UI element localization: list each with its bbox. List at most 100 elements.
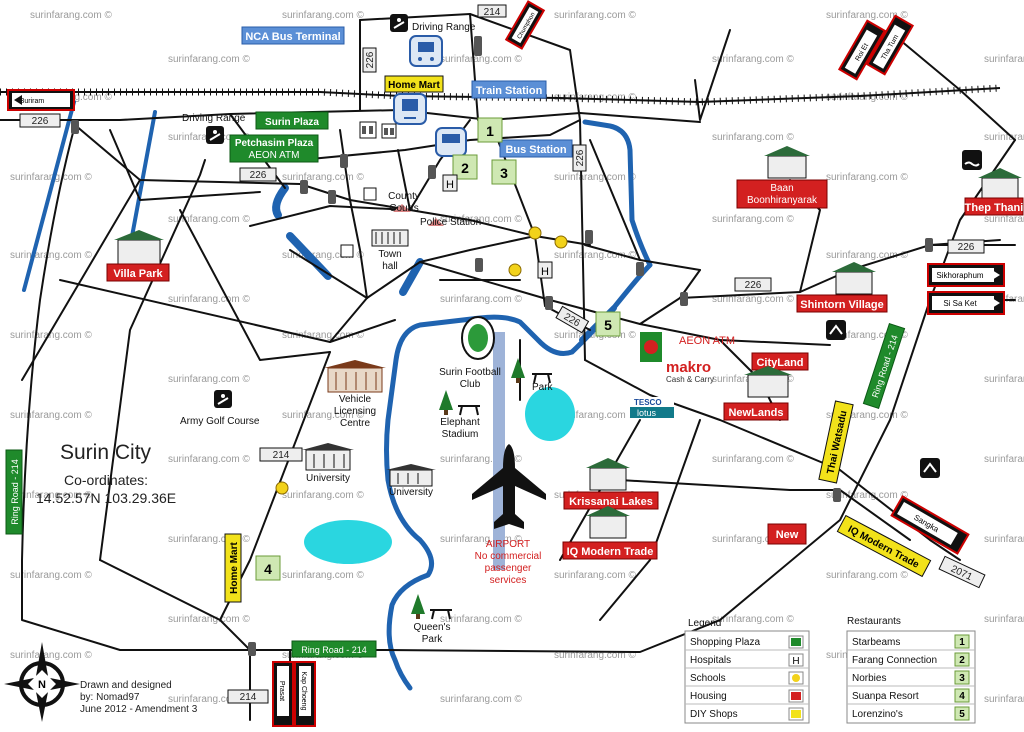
svg-text:surinfarang.com ©: surinfarang.com © xyxy=(168,54,250,65)
route-214-south: 214 xyxy=(227,689,269,704)
restaurant-number-badge xyxy=(954,634,970,649)
svg-text:New: New xyxy=(776,529,799,541)
svg-text:surinfarang.com ©: surinfarang.com © xyxy=(282,330,364,341)
restaurant-label: Norbies xyxy=(852,673,886,684)
credit-line: by: Nomad97 xyxy=(80,692,140,703)
svg-text:1: 1 xyxy=(486,123,494,139)
label-elephant-stadium: Elephant xyxy=(440,417,480,428)
shopping-icons xyxy=(359,121,397,139)
picnic-table-icon xyxy=(430,609,452,620)
university-icon xyxy=(386,464,436,487)
svg-text:surinfarang.com ©: surinfarang.com © xyxy=(984,534,1024,545)
svg-text:surinfarang.com ©: surinfarang.com © xyxy=(984,214,1024,225)
restaurant-label: Suanpa Resort xyxy=(852,691,919,702)
label-airport: AIRPORT No commercial passenger services xyxy=(475,539,542,586)
svg-text:NCA Bus Terminal: NCA Bus Terminal xyxy=(245,31,340,43)
svg-text:Si Sa Ket: Si Sa Ket xyxy=(943,299,977,308)
svg-text:Police Station: Police Station xyxy=(420,217,481,228)
svg-text:surinfarang.com ©: surinfarang.com © xyxy=(712,132,794,143)
svg-text:Petchasim Plaza: Petchasim Plaza xyxy=(235,138,314,149)
svg-text:surinfarang.com ©: surinfarang.com © xyxy=(440,294,522,305)
credit-line: Drawn and designed xyxy=(80,680,172,691)
tree-icon xyxy=(411,594,425,619)
svg-text:226: 226 xyxy=(365,51,376,68)
restaurants-title: Restaurants xyxy=(847,616,901,627)
svg-text:Cash & Carry: Cash & Carry xyxy=(666,375,714,384)
school-icons xyxy=(275,226,568,495)
svg-text:passenger: passenger xyxy=(485,563,532,574)
sign-buriram: Buriram xyxy=(7,89,75,111)
coords-value: 14.52.57N 103.29.36E xyxy=(36,490,176,506)
svg-text:226: 226 xyxy=(250,170,267,181)
label-shintorn-village: Shintorn Village xyxy=(796,294,888,313)
svg-text:AEON ATM: AEON ATM xyxy=(249,150,300,161)
legend-title: Legend xyxy=(688,618,721,629)
svg-text:IQ Modern Trade: IQ Modern Trade xyxy=(567,546,654,558)
legend-row: Schools xyxy=(685,667,809,685)
aeon-atm-icon: AEON ATM xyxy=(640,332,735,362)
svg-text:3: 3 xyxy=(500,165,508,181)
restaurant-markers: 1 2 3 4 5 xyxy=(255,117,621,581)
svg-text:surinfarang.com ©: surinfarang.com © xyxy=(984,54,1024,65)
legend-label: Housing xyxy=(690,691,727,702)
svg-text:surinfarang.com ©: surinfarang.com © xyxy=(168,614,250,625)
label-driving-range-top: Driving Range xyxy=(412,22,476,33)
svg-text:surinfarang.com ©: surinfarang.com © xyxy=(30,10,112,21)
svg-text:County: County xyxy=(388,191,420,202)
label-queens-park: Park xyxy=(422,634,444,645)
sign-sikhoraphum: Sikhoraphum xyxy=(927,263,1005,287)
house-icon xyxy=(744,366,792,398)
restaurant-number-badge xyxy=(954,652,970,667)
svg-text:AEON ATM: AEON ATM xyxy=(679,335,735,347)
svg-text:No commercial: No commercial xyxy=(475,551,542,562)
svg-text:226: 226 xyxy=(958,242,975,253)
picnic-table-icon xyxy=(458,405,480,416)
lake-west xyxy=(304,520,392,564)
svg-text:surinfarang.com ©: surinfarang.com © xyxy=(554,172,636,183)
svg-text:surinfarang.com ©: surinfarang.com © xyxy=(712,294,794,305)
small-building-icon xyxy=(340,244,354,258)
police-station: Police Station xyxy=(420,217,481,228)
legend-label: Schools xyxy=(690,673,726,684)
label-driving-range-left: Driving Range xyxy=(182,113,246,124)
label-krissanai-lakes: Krissanai Lakes xyxy=(563,491,659,510)
svg-text:surinfarang.com ©: surinfarang.com © xyxy=(984,132,1024,143)
svg-text:Bus Station: Bus Station xyxy=(505,144,566,156)
credit-line: June 2012 - Amendment 3 xyxy=(80,704,198,715)
svg-text:2071: 2071 xyxy=(949,564,974,584)
restaurant-3: 3 xyxy=(491,159,517,185)
label-university-2: University xyxy=(389,487,433,498)
svg-text:TESCO: TESCO xyxy=(634,398,662,407)
label-queens-park: Queen's xyxy=(414,622,451,633)
svg-text:surinfarang.com ©: surinfarang.com © xyxy=(440,54,522,65)
route-226-shintorn: 226 xyxy=(734,277,772,292)
map-title: Surin City xyxy=(60,441,152,464)
restaurant-number: 4 xyxy=(959,691,965,702)
svg-text:surinfarang.com ©: surinfarang.com © xyxy=(168,294,250,305)
svg-text:surinfarang.com ©: surinfarang.com © xyxy=(826,92,908,103)
label-elephant-stadium: Stadium xyxy=(442,429,479,440)
svg-text:surinfarang.com ©: surinfarang.com © xyxy=(440,454,522,465)
svg-text:surinfarang.com ©: surinfarang.com © xyxy=(168,694,250,705)
svg-text:surinfarang.com ©: surinfarang.com © xyxy=(282,490,364,501)
svg-text:surinfarang.com ©: surinfarang.com © xyxy=(984,614,1024,625)
svg-text:NewLands: NewLands xyxy=(728,407,783,419)
restaurant-number: 3 xyxy=(959,673,965,684)
university-icon xyxy=(302,443,354,471)
svg-text:Kap Choeng: Kap Choeng xyxy=(300,672,307,711)
legend-row: DIY Shops xyxy=(685,703,809,721)
svg-text:214: 214 xyxy=(484,7,501,18)
lake-airport xyxy=(525,387,575,441)
svg-text:Boonhiranyarak: Boonhiranyarak xyxy=(747,195,818,206)
label-park: Park xyxy=(532,382,554,393)
svg-text:4: 4 xyxy=(264,561,272,577)
svg-text:services: services xyxy=(490,575,527,586)
svg-text:Surin Plaza: Surin Plaza xyxy=(265,117,319,128)
route-226-far-east: 226 xyxy=(947,239,985,254)
horse-riding-icon xyxy=(826,320,846,340)
traffic-lights xyxy=(71,36,933,656)
svg-text:lotus: lotus xyxy=(637,408,657,418)
